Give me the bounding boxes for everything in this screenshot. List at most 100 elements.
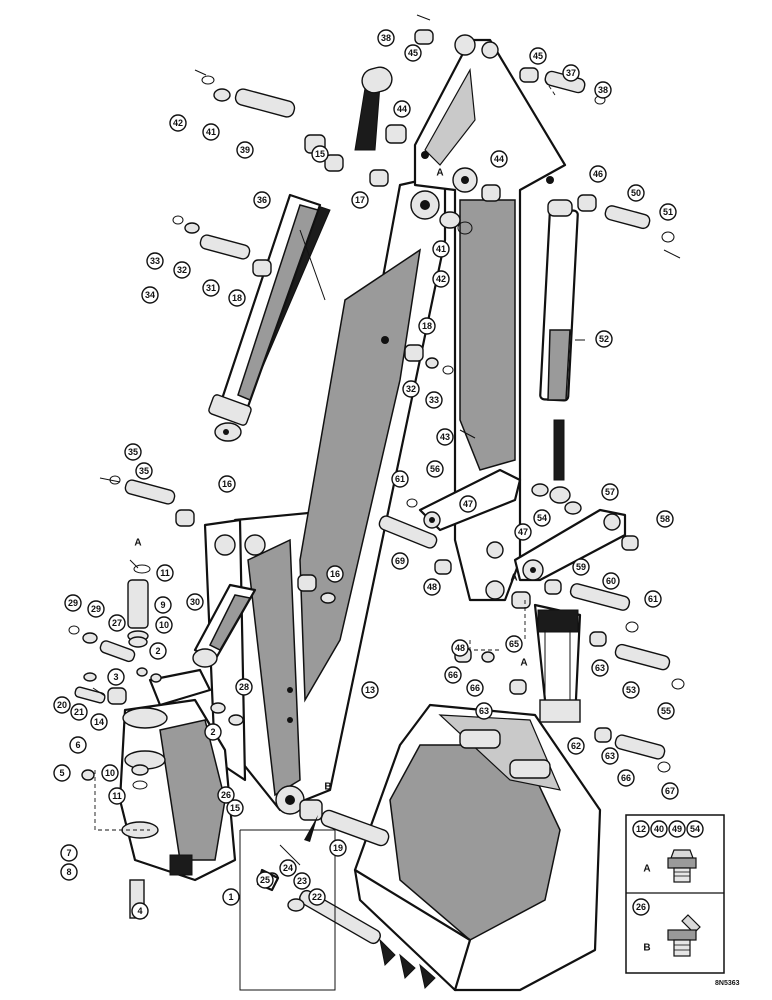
part-callout-2: 2 [204,723,222,741]
view-letters: A A A A B [134,168,527,793]
part-callout-32: 32 [402,380,420,398]
svg-text:63: 63 [595,663,605,673]
svg-text:33: 33 [429,395,439,405]
part-callout-55: 55 [657,702,675,720]
svg-text:12: 12 [636,824,646,834]
inset-callout: 49 [668,820,686,838]
part-callout-61: 61 [644,590,662,608]
part-callout-18: 18 [418,317,436,335]
svg-text:16: 16 [222,479,232,489]
svg-text:51: 51 [663,207,673,217]
svg-text:38: 38 [381,33,391,43]
part-callout-63: 63 [475,702,493,720]
inset-callout: 40 [650,820,668,838]
svg-text:4: 4 [137,906,142,916]
svg-text:34: 34 [145,290,155,300]
svg-text:30: 30 [190,597,200,607]
svg-text:47: 47 [518,527,528,537]
part-callout-15: 15 [311,145,329,163]
svg-text:32: 32 [406,384,416,394]
part-callout-11: 11 [156,564,174,582]
view-letter: A [134,538,141,549]
svg-text:22: 22 [312,892,322,902]
svg-text:17: 17 [355,195,365,205]
svg-text:62: 62 [571,741,581,751]
svg-text:10: 10 [159,620,169,630]
part-callout-13: 13 [361,681,379,699]
part-callout-8: 8 [60,863,78,881]
part-callout-30: 30 [186,593,204,611]
svg-text:55: 55 [661,706,671,716]
part-callout-59: 59 [572,558,590,576]
dashed-traces [94,79,556,831]
svg-text:2: 2 [155,646,160,656]
svg-text:43: 43 [440,432,450,442]
svg-text:37: 37 [566,68,576,78]
svg-text:61: 61 [648,594,658,604]
svg-text:11: 11 [112,791,122,801]
svg-text:28: 28 [239,682,249,692]
svg-text:13: 13 [365,685,375,695]
part-callout-66: 66 [617,769,635,787]
svg-text:29: 29 [91,604,101,614]
svg-text:18: 18 [422,321,432,331]
bucket [353,703,602,992]
boom [203,173,447,815]
svg-text:66: 66 [621,773,631,783]
part-callout-58: 58 [656,510,674,528]
part-callout-6: 6 [69,736,87,754]
parts-drawing [68,14,685,992]
svg-text:54: 54 [537,513,547,523]
part-callout-11: 11 [108,787,126,805]
part-callout-34: 34 [141,286,159,304]
part-callout-42: 42 [169,114,187,132]
part-callout-14: 14 [90,713,108,731]
svg-text:21: 21 [74,707,84,717]
svg-text:33: 33 [150,256,160,266]
view-letter: A [510,573,517,584]
part-callout-16: 16 [218,475,236,493]
part-callout-61: 61 [391,470,409,488]
part-callout-62: 62 [567,737,585,755]
part-callout-33: 33 [425,391,443,409]
part-callout-38: 38 [594,81,612,99]
dipper-cylinder [539,199,579,504]
svg-text:41: 41 [436,244,446,254]
svg-text:42: 42 [173,118,183,128]
part-callout-47: 47 [514,523,532,541]
svg-text:39: 39 [240,145,250,155]
part-callout-42: 42 [432,270,450,288]
svg-text:59: 59 [576,562,586,572]
part-callout-3: 3 [107,668,125,686]
svg-text:41: 41 [206,127,216,137]
view-letter: A [436,168,443,179]
part-callout-4: 4 [131,902,149,920]
part-callout-21: 21 [70,703,88,721]
part-callout-63: 63 [601,747,619,765]
part-callout-10: 10 [101,764,119,782]
part-callout-45: 45 [529,47,547,65]
pins [74,70,671,945]
dipper-stick [413,34,567,602]
svg-text:24: 24 [283,863,293,873]
part-callout-48: 48 [423,578,441,596]
svg-text:7: 7 [66,848,71,858]
svg-text:15: 15 [230,803,240,813]
svg-text:63: 63 [605,751,615,761]
part-callout-63: 63 [591,659,609,677]
part-callout-35: 35 [135,462,153,480]
svg-text:23: 23 [297,876,307,886]
part-callout-66: 66 [444,666,462,684]
svg-text:48: 48 [427,582,437,592]
part-callout-45: 45 [404,44,422,62]
svg-text:1: 1 [228,892,233,902]
svg-text:65: 65 [509,639,519,649]
part-callout-44: 44 [490,150,508,168]
part-callout-29: 29 [87,600,105,618]
part-callout-22: 22 [308,888,326,906]
part-callout-33: 33 [146,252,164,270]
svg-text:50: 50 [631,188,641,198]
part-callout-15: 15 [226,799,244,817]
svg-text:60: 60 [606,576,616,586]
